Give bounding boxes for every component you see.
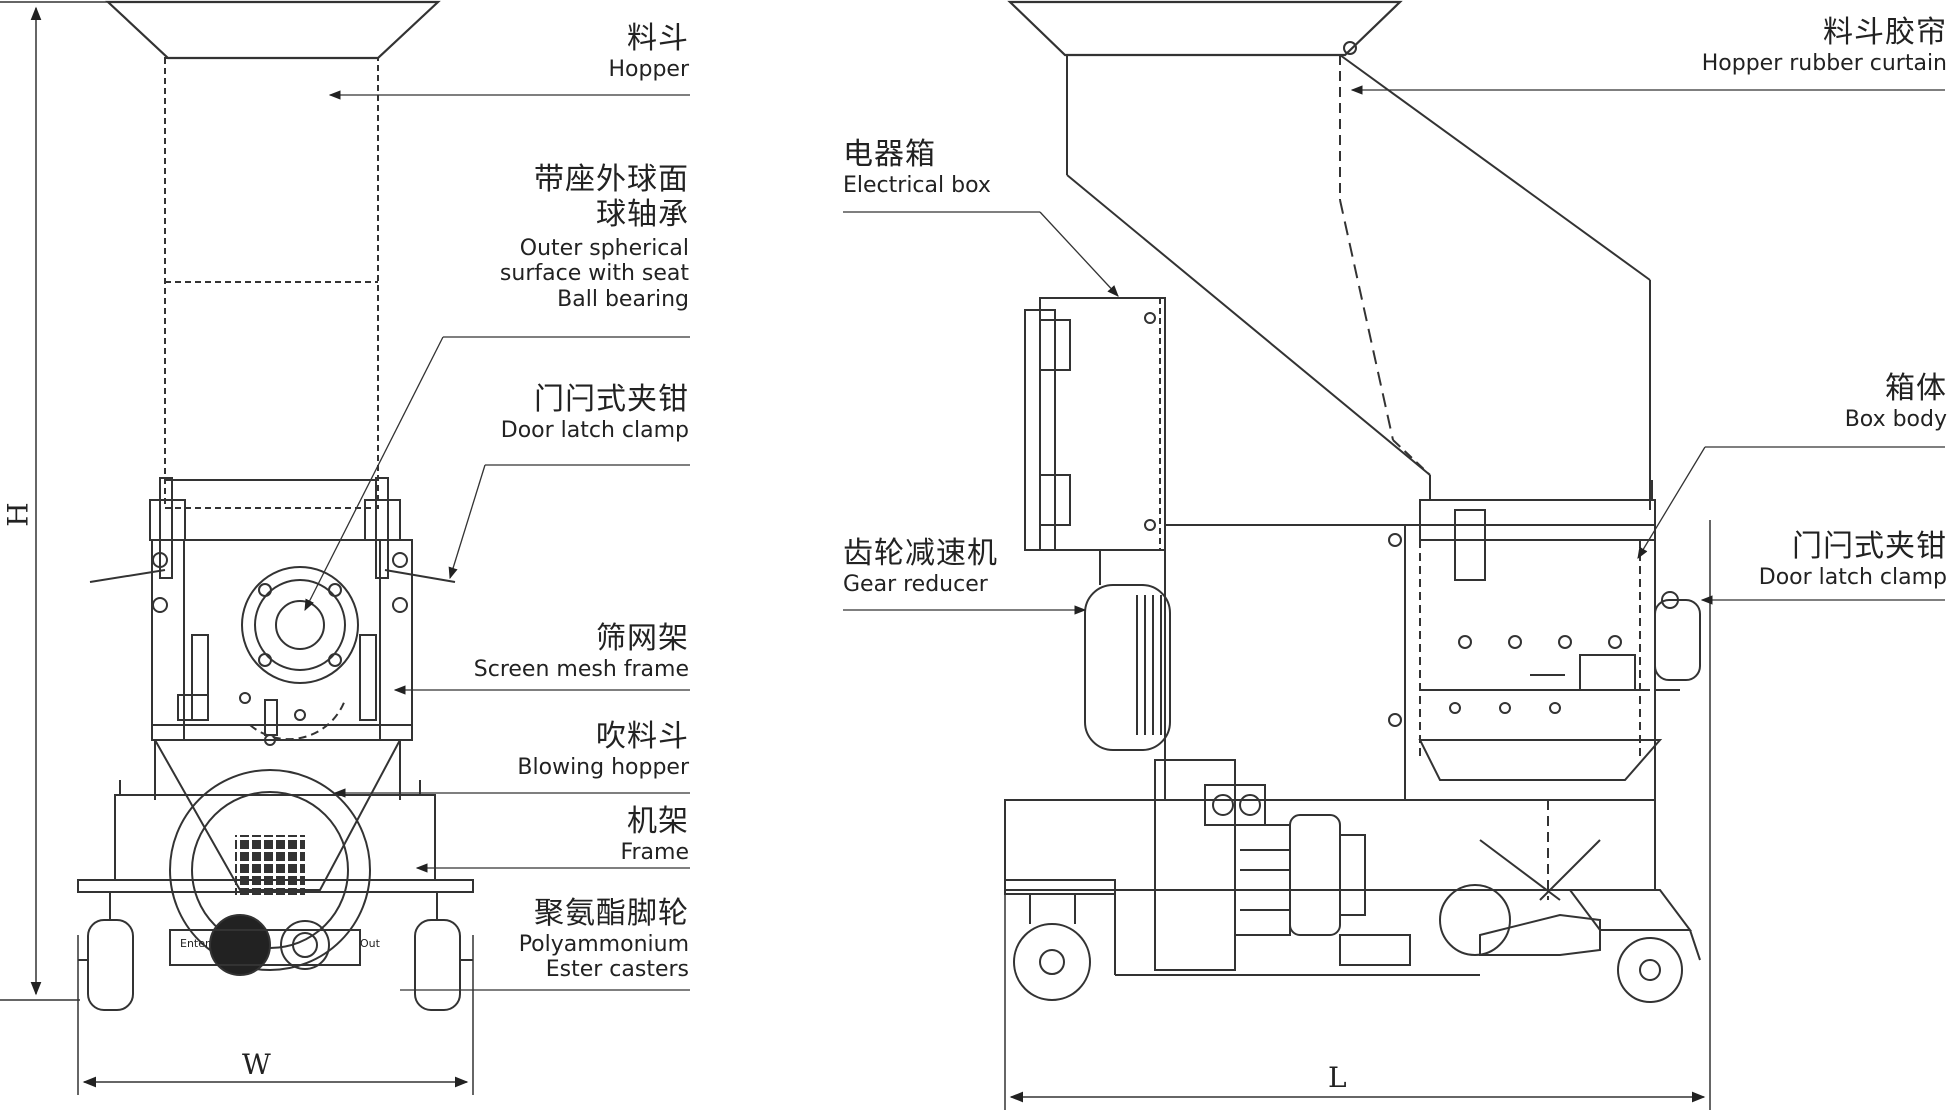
label-door-latch-front: 门闩式夹钳 Door latch clamp	[500, 382, 689, 443]
label-bearing-zh-line2: 球轴承	[596, 196, 689, 232]
front-leaders	[304, 90, 690, 991]
label-frame-en: Frame	[620, 839, 689, 865]
front-chamber	[151, 539, 413, 746]
height-dimension-label: H	[1, 502, 35, 527]
side-box-body	[1164, 475, 1701, 801]
side-view	[843, 0, 1945, 1110]
fan-enter-mark: Enter	[180, 937, 210, 950]
front-blowing-hopper	[153, 739, 402, 891]
front-casters	[78, 892, 473, 1011]
side-hopper	[1007, 0, 1651, 510]
front-clamps	[89, 477, 456, 613]
label-bearing-en-line2: surface with seat	[499, 261, 689, 287]
length-dimension-label: L	[1328, 1061, 1347, 1094]
label-hopper-zh: 料斗	[627, 21, 689, 56]
label-gear-reducer: 齿轮减速机 Gear reducer	[843, 536, 998, 597]
label-casters-en-line2: Ester casters	[545, 956, 689, 982]
side-frame	[1004, 759, 1656, 976]
label-box-body-zh: 箱体	[1885, 371, 1947, 406]
label-hopper-en: Hopper	[608, 56, 689, 82]
front-fan	[169, 769, 371, 976]
label-gear-reducer-en: Gear reducer	[843, 571, 988, 597]
label-blowing-hopper: 吹料斗 Blowing hopper	[517, 719, 689, 780]
label-electrical-box-zh: 电器箱	[843, 137, 936, 172]
label-blowing-hopper-zh: 吹料斗	[596, 719, 689, 754]
label-frame-zh: 机架	[627, 804, 689, 839]
front-view	[0, 0, 690, 1095]
label-door-latch-side: 门闩式夹钳 Door latch clamp	[1758, 529, 1947, 590]
side-casters	[1013, 889, 1701, 1003]
front-hopper	[105, 0, 441, 509]
side-leaders	[843, 85, 1945, 615]
width-dimension-label: W	[242, 1048, 271, 1081]
label-bearing-en-line1: Outer spherical	[519, 236, 689, 261]
label-bearing-zh-line1: 带座外球面	[534, 162, 689, 197]
label-screen-frame-en: Screen mesh frame	[473, 656, 689, 682]
side-electrical-box	[1024, 297, 1166, 551]
label-electrical-box: 电器箱 Electrical box	[843, 137, 991, 198]
label-door-latch-front-en: Door latch clamp	[500, 417, 689, 443]
label-blowing-hopper-en: Blowing hopper	[517, 754, 689, 780]
fan-out-mark: Out	[360, 937, 380, 950]
label-screen-frame-zh: 筛网架	[596, 621, 689, 656]
length-dimension	[1004, 520, 1711, 1110]
label-electrical-box-en: Electrical box	[843, 172, 991, 198]
label-bearing: 带座外球面 球轴承 Outer spherical surface with s…	[499, 162, 689, 312]
label-hopper: 料斗 Hopper	[608, 21, 689, 82]
label-door-latch-front-zh: 门闩式夹钳	[534, 382, 689, 417]
height-dimension	[0, 1, 120, 1001]
label-box-body: 箱体 Box body	[1844, 371, 1947, 432]
label-box-body-en: Box body	[1844, 406, 1947, 432]
label-casters-zh: 聚氨酯脚轮	[534, 896, 689, 931]
label-door-latch-side-en: Door latch clamp	[1758, 564, 1947, 590]
label-hopper-curtain-en: Hopper rubber curtain	[1701, 50, 1947, 76]
label-door-latch-side-zh: 门闩式夹钳	[1792, 529, 1947, 564]
label-frame: 机架 Frame	[620, 804, 689, 865]
width-dimension	[77, 935, 474, 1095]
label-casters-en-line1: Polyammonium	[518, 931, 689, 957]
label-gear-reducer-zh: 齿轮减速机	[843, 536, 998, 571]
label-bearing-en-line3: Ball bearing	[557, 286, 689, 312]
side-gear-reducer	[1084, 550, 1171, 751]
label-screen-frame: 筛网架 Screen mesh frame	[473, 621, 689, 682]
label-hopper-curtain-zh: 料斗胶帘	[1823, 15, 1947, 50]
label-casters: 聚氨酯脚轮 Polyammonium Ester casters	[518, 896, 689, 982]
label-hopper-curtain: 料斗胶帘 Hopper rubber curtain	[1701, 15, 1947, 76]
